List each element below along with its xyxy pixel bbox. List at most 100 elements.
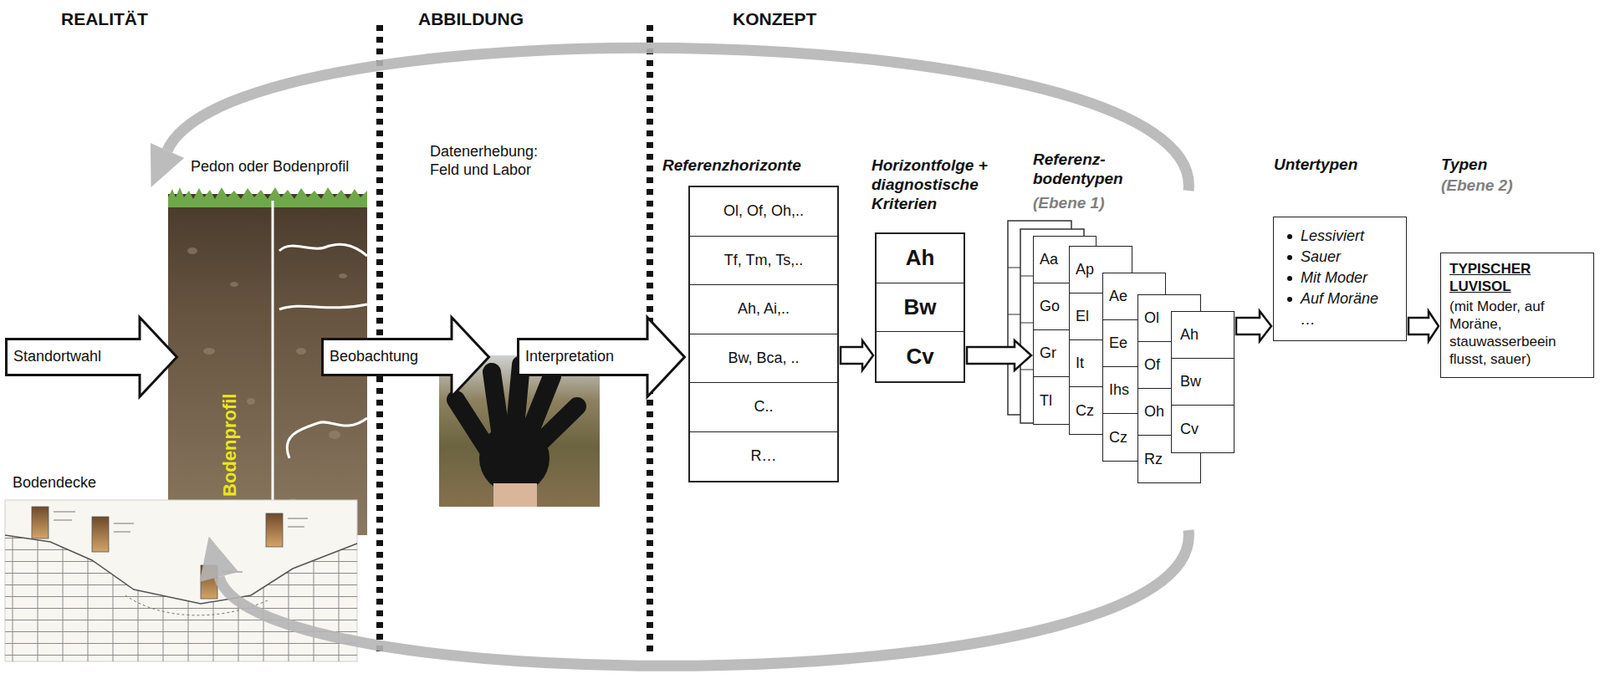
list-item: Lessiviert [1283,225,1398,247]
section-heading: KONZEPT [732,8,817,30]
bullet-dot [1287,276,1293,282]
horizon-code: Ah [1180,326,1199,344]
column-heading: Horizontfolge + diagnostische Kriterien [871,156,1021,214]
horizon-code: Aa [1039,250,1059,269]
horizon-code: Gr [1039,344,1057,363]
stone [328,430,341,440]
table-row: Bw [1171,358,1234,406]
table-cell: Cv [905,343,934,370]
block-arrow: Interpretation [516,316,686,399]
finger [491,372,501,431]
horizon-code: Bw [1180,373,1202,391]
block-arrow-connector [1236,311,1272,342]
subtype-item: Lessiviert [1300,225,1365,247]
horizon-code: Of [1144,356,1161,374]
photo-label: Bodenprofil [219,393,241,497]
horizon-table: ReferenzhorizonteOl, Of, Oh,..Tf, Tm, Ts… [688,185,839,483]
terrain-line [5,535,358,604]
horizon-code: Ae [1109,287,1128,306]
stone [246,398,256,405]
column-heading: Untertypen [1273,155,1408,175]
sketch-caption: Bodendecke [12,474,97,493]
bullet-dot [1287,234,1293,240]
soil-type-card: AhBwCv [1170,311,1235,454]
table-row: Ah [876,234,964,284]
stone [338,273,348,279]
grass [168,187,368,208]
block-arrow-outline [6,317,178,398]
section-heading: REALITÄT [61,8,149,30]
table-row: Bw, Bca, .. [690,334,838,384]
table-cell: Ah, Ai,.. [737,300,790,318]
table-row: Ah, Ai,.. [690,285,838,335]
profile-column [31,506,49,539]
type-title: TYPISCHER LUVISOL [1449,260,1587,297]
type-description: (mit Moder, auf Moräne, stauwasserbeein … [1449,297,1587,369]
stone [296,347,307,355]
palm [479,423,550,494]
horizon-code: Go [1039,297,1060,316]
subtype-box: UntertypenLessiviertSauerMit ModerAuf Mo… [1272,216,1407,342]
column-heading: Referenzhorizonte [662,156,839,176]
wrist [493,483,537,507]
horizon-code: Ol [1144,309,1160,328]
table-row: Ah [1171,311,1234,359]
stone [203,347,215,355]
table-cell: Ol, Of, Oh,.. [723,202,804,220]
step-caption: Datenerhebung: Feld und Labor [429,143,556,179]
horizon-code: It [1075,354,1084,373]
cycle-arrow [167,47,1189,191]
horizon-code: Cv [1180,420,1199,439]
profile-column [92,516,109,553]
list-item: Sauer [1283,246,1398,268]
level-note: (Ebene 1) [1032,194,1105,214]
list-item: Auf Moräne [1283,288,1398,310]
stone [187,247,198,255]
block-arrow: Beobachtung [321,316,491,399]
sketch-notes [53,511,308,573]
subtype-item: Sauer [1300,246,1341,268]
table-cell: R… [751,447,777,466]
column-heading: Typen [1441,155,1592,175]
list-item: Mit Moder [1283,267,1398,289]
table-row: R… [690,432,838,482]
subtype-item: Auf Moräne [1300,288,1379,310]
level-note: (Ebene 2) [1441,176,1592,196]
block-arrow-outline [322,317,490,398]
sequence-table: Horizontfolge + diagnostische KriterienA… [874,232,966,384]
type-box: Typen(Ebene 2)TYPISCHER LUVISOL(mit Mode… [1440,252,1595,379]
table-cell: Ah [905,245,936,271]
block-arrow-connector [840,340,874,371]
cycle-arrow [219,530,1189,666]
block-arrow-outline [518,317,685,398]
cycle-arrowhead [150,143,185,188]
arrow-label: Interpretation [525,338,614,375]
table-row: Tf, Tm, Ts,.. [690,236,838,287]
horizon-code: Tl [1039,392,1053,410]
profile-column [265,513,283,547]
divider-line [271,200,275,536]
horizon-code: Ap [1075,260,1094,279]
table-row: Bw [876,283,964,333]
horizon-boundary [279,244,368,256]
table-cell: Tf, Tm, Ts,.. [724,251,803,270]
horizon-code: El [1075,307,1089,326]
section-heading: ABBILDUNG [418,8,524,30]
block-arrow-connector [966,340,1032,371]
cycle-arrowhead [199,536,240,583]
subtype-item: Mit Moder [1300,267,1368,289]
landscape-sketch [5,500,358,662]
stone [230,281,239,287]
photo-caption: Pedon oder Bodenprofil [190,158,349,177]
table-row: C.. [690,383,838,433]
table-row: Cv [1171,405,1234,453]
list-item: … [1283,309,1398,331]
horizon-code: Ihs [1109,381,1130,399]
horizon-boundary [279,304,368,310]
column-heading: Referenz- bodentypen [1032,150,1142,190]
table-row: Cv [876,332,964,382]
table-cell: Bw [904,294,937,321]
table-cell: Bw, Bca, .. [727,349,799,368]
finger [539,406,578,444]
horizon-code: Cz [1109,429,1128,447]
